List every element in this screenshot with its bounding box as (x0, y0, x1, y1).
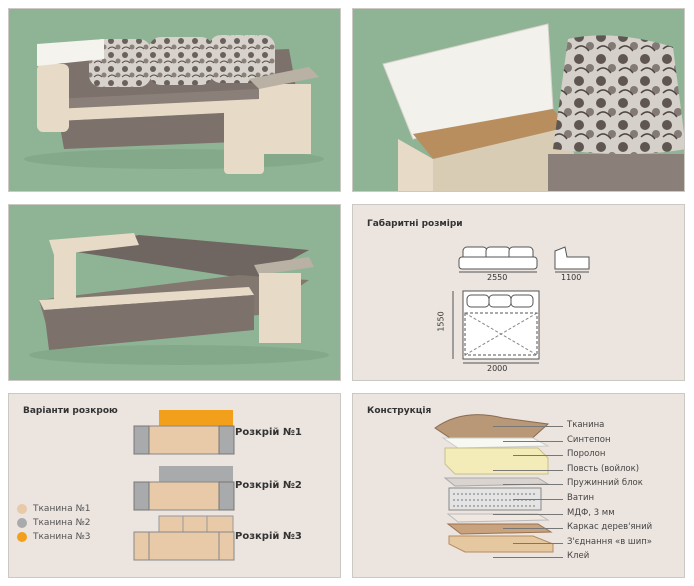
variant-2-label: Розкрій №2 (235, 480, 302, 491)
depth-label: 1100 (561, 273, 582, 282)
legend-label-2: Тканина №2 (33, 518, 91, 528)
storage-image (382, 23, 684, 191)
layer-label-9: З'єднання «в шип» (567, 536, 652, 547)
layer-pointer-6 (513, 499, 563, 500)
variant-3-label: Розкрій №3 (235, 531, 302, 542)
legend-item-2: Тканина №2 (17, 518, 91, 528)
layer-label-2: Синтепон (567, 434, 611, 445)
layer-label-4: Повсть (войлок) (567, 463, 640, 474)
layer-label-8: Каркас дерев'яний (567, 522, 653, 533)
fabric-1-swatch (17, 504, 27, 514)
variant-2-sofa (133, 466, 235, 511)
construction-drawing (434, 414, 554, 553)
layer-pointer-2 (503, 440, 563, 442)
layer-label-5: Пружинний блок (567, 478, 643, 489)
legend-label-3: Тканина №3 (33, 532, 91, 542)
dimensions-title: Габаритні розміри (367, 219, 463, 229)
layer-pointer-7 (493, 513, 563, 515)
variant-1-label: Розкрій №1 (235, 427, 302, 438)
photo-storage-open (352, 8, 685, 192)
layer-label-7: МДФ, 3 мм (567, 507, 615, 518)
legend-item-1: Тканина №1 (17, 504, 91, 514)
fabric-2-swatch (17, 518, 27, 528)
variants-drawing (133, 410, 235, 561)
sofa-unfolded-image (29, 233, 329, 365)
width-label: 2550 (487, 273, 508, 282)
variant-1-sofa (133, 410, 235, 455)
layer-pointer-3 (513, 455, 563, 457)
layer-pointer-5 (503, 484, 563, 486)
legend-item-3: Тканина №3 (17, 532, 91, 542)
layer-pointer-1 (493, 426, 563, 427)
layer-pointer-8 (503, 528, 563, 530)
unfolded-depth-label: 1550 (436, 311, 446, 332)
layer-label-10: Клей (567, 551, 590, 562)
construction-title: Конструкція (367, 406, 432, 416)
variant-3-sofa (133, 515, 235, 561)
dimensions-drawing (452, 246, 590, 364)
unfolded-length-label: 2000 (487, 364, 508, 373)
sofa-front-image (24, 35, 324, 174)
variants-title: Варіанти розкрою (23, 406, 118, 416)
layer-pointer-10 (493, 557, 563, 559)
layer-label-3: Поролон (567, 449, 606, 460)
layer-label-1: Тканина (567, 420, 605, 430)
layer-label-6: Ватин (567, 493, 595, 503)
layer-pointer-4 (493, 469, 563, 471)
panel-dimensions: Габаритні розміри 2550 1100 2000 1550 (352, 204, 685, 381)
panel-variants: Варіанти розкрою Розк (8, 393, 341, 578)
legend-label-1: Тканина №1 (33, 504, 91, 514)
fabric-3-swatch (17, 532, 27, 542)
layer-pointer-9 (513, 542, 563, 544)
photo-sofa-unfolded (8, 204, 341, 381)
photo-sofa-front (8, 8, 341, 192)
